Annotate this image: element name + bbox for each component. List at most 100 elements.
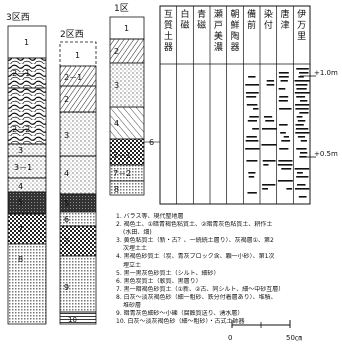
- tally-mark: [279, 108, 292, 110]
- svg-text:陶: 陶: [230, 30, 239, 42]
- col3-layer-3: [7, 143, 47, 157]
- col1-layer-3: [109, 62, 145, 108]
- tally-mark: [263, 116, 273, 118]
- tally-mark: [248, 176, 255, 178]
- tally-mark: [294, 168, 310, 170]
- col2-label-10: 10: [68, 316, 77, 324]
- tally-mark: [281, 140, 291, 142]
- tally-mark: [296, 172, 303, 174]
- tally-mark: [283, 136, 289, 138]
- svg-text:万: 万: [297, 21, 306, 31]
- tally-mark: [263, 164, 269, 166]
- tally-mark: [262, 188, 268, 190]
- tally-mark: [246, 96, 257, 98]
- tally-mark: [253, 108, 259, 110]
- legend-item-5: 5. 黒一黒灰色砂質土（シルト、細砂）: [116, 269, 220, 277]
- tally-mark: [246, 104, 258, 106]
- col2-label-4: 4: [64, 169, 69, 178]
- tally-mark: [296, 88, 307, 90]
- tally-mark: [296, 96, 306, 98]
- legend-item-2-cont: (水田、畑): [123, 229, 152, 237]
- column-1: 1 2 3 4 7－1 7－2 8: [109, 16, 145, 196]
- ware-header-6: 染付: [264, 8, 273, 31]
- col3-label-2-1: 2－1: [12, 69, 30, 78]
- col2-label-2-1: 2－1: [64, 73, 82, 82]
- col3-layer-8: [7, 243, 47, 325]
- tally-mark: [245, 140, 259, 142]
- svg-text:白: 白: [180, 8, 189, 20]
- tally-mark: [295, 124, 304, 126]
- col3-label-8: 8: [18, 255, 23, 264]
- svg-text:伊: 伊: [297, 8, 306, 20]
- legend-item-3: 3. 黄色粘質土（新・古？、一続続土層り）、灰褐層①、第2: [116, 237, 274, 245]
- ware-header-8: 伊万里: [297, 8, 306, 42]
- tally-mark: [248, 172, 256, 174]
- tally-mark: [247, 120, 257, 122]
- col3-layer-2-2: [7, 87, 47, 145]
- ware-header-2: 青磁: [197, 8, 206, 31]
- tally-mark: [266, 80, 275, 82]
- tally-mark: [294, 80, 310, 82]
- col3-label-3-1: 3－1: [14, 163, 32, 172]
- tally-mark: [266, 84, 275, 86]
- col3-label-3: 3: [18, 146, 23, 155]
- svg-text:唐: 唐: [280, 8, 289, 20]
- tally-mark: [294, 92, 310, 94]
- col3-layer-7: [7, 213, 47, 245]
- tally-mark: [278, 76, 289, 78]
- legend-item-2: 2. 褐色土、①暗青褐色粘質土、②暗青灰色粘質土、耕作土: [116, 221, 273, 229]
- tally-mark: [300, 100, 308, 102]
- svg-text:互: 互: [164, 9, 173, 20]
- svg-text:朝: 朝: [230, 9, 239, 20]
- marker-6: 6: [149, 138, 154, 147]
- tally-mark: [262, 160, 276, 162]
- col3-label-1: 1: [24, 38, 29, 47]
- svg-text:濃: 濃: [214, 41, 223, 53]
- tally-mark: [261, 128, 277, 130]
- tally-mark: [299, 72, 309, 74]
- legend-item-10: 10. 白灰～淡灰褐色砂（細～粗砂）・古式土師器: [116, 318, 245, 326]
- svg-text:付: 付: [264, 20, 273, 31]
- col2-label-6: 6: [64, 215, 69, 224]
- col3-layer-2-1: [7, 57, 47, 89]
- tally-mark: [249, 116, 259, 118]
- legend-item-4-cont: 埋立土: [123, 261, 142, 269]
- col1-label-2: 2: [114, 47, 119, 56]
- col3-label-5: 5: [18, 198, 23, 207]
- tally-mark: [278, 100, 288, 102]
- col2-layer-4: [59, 155, 97, 195]
- tally-mark: [246, 136, 257, 138]
- col2-layer-10: [59, 311, 97, 325]
- legend-item-8: 8. 白灰～淡灰褐色砂（細一粗砂、鉄分付着層あり）、堆積、: [116, 293, 277, 301]
- legend-item-3-cont: 次埋土土: [123, 245, 148, 253]
- tally-mark: [296, 148, 307, 150]
- legend-item-1: 1. バラス等、現代整地層: [116, 213, 184, 220]
- tally-mark: [277, 180, 293, 182]
- legend-item-9: 9. 暗青灰色細砂～小礫（腐蝕質送り、湧水層）: [116, 310, 244, 318]
- svg-text:器: 器: [164, 42, 173, 53]
- col1-label-7-2: 7－2: [113, 169, 131, 178]
- section-label-1: 1区: [114, 3, 129, 14]
- col2-layer-2: [59, 85, 97, 113]
- scale-max: 50㎝: [286, 334, 302, 342]
- col1-label-3: 3: [114, 81, 119, 90]
- tally-mark: [281, 168, 292, 170]
- col2-layer-1: [59, 41, 97, 67]
- tally-mark: [247, 192, 257, 194]
- tally-mark: [300, 140, 307, 142]
- col1-layer-8: [109, 180, 145, 196]
- tally-mark: [295, 128, 309, 130]
- col3-label-2-2: 2－2: [12, 125, 30, 134]
- tally-mark: [278, 72, 289, 74]
- tally-mark: [296, 184, 306, 186]
- svg-text:里: 里: [297, 31, 306, 42]
- tally-mark: [297, 120, 306, 122]
- tally-mark: [296, 116, 303, 118]
- col2-label-9: 9: [64, 283, 69, 292]
- tally-mark: [296, 176, 309, 178]
- ware-header-7: 唐津: [280, 8, 289, 31]
- tally-mark: [295, 188, 310, 190]
